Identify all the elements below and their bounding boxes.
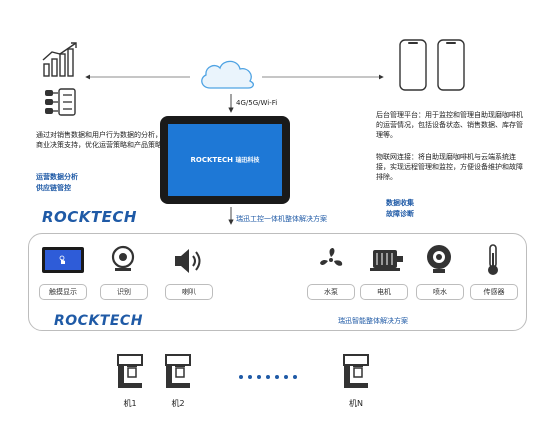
ellipsis-dots (239, 375, 297, 379)
solution-caption: 瑞迅智能整体解决方案 (338, 317, 408, 325)
tag-fault-diagnosis: 故障诊断 (386, 210, 414, 218)
machine-label-n: 机N (349, 399, 363, 408)
speaker-icon (175, 249, 201, 273)
data-blocks-icon (45, 88, 76, 116)
solution-box (28, 233, 527, 331)
machine-label-1: 机1 (123, 399, 137, 408)
coffee-machine-icon-1 (117, 354, 143, 388)
touch-display-icon (42, 247, 84, 273)
rocktech-logo-top: ROCKTECH (42, 208, 137, 226)
industrial-tablet: ROCKTECH 瑞迅科技 (160, 116, 290, 204)
item-sensor: 传感器 (470, 284, 518, 300)
pump-fan-icon (320, 248, 343, 266)
sprayer-icon (427, 245, 451, 273)
mobile-phones-icon (399, 39, 465, 91)
tag-operations-analysis: 运营数据分析 (36, 173, 78, 181)
item-pump: 水泵 (307, 284, 355, 300)
item-recognition: 识别 (100, 284, 148, 300)
item-motor: 电机 (360, 284, 408, 300)
thermometer-icon (488, 244, 498, 275)
coffee-machine-icon-n (343, 354, 369, 388)
tag-supply-chain: 供应链管控 (36, 184, 71, 192)
iot-description: 物联网连接：将自助现磨咖啡机与云端系统连接，实现远程管理和监控，方便设备维护和故… (376, 153, 523, 181)
growth-chart-icon (42, 42, 77, 77)
item-speaker: 喇叭 (165, 284, 213, 300)
backend-description: 后台管理平台：用于监控和管理自助现磨咖啡机的运营情况，包括设备状态、销售数据、库… (376, 111, 523, 139)
item-spray: 喷水 (416, 284, 464, 300)
tablet-brand: ROCKTECH 瑞迅科技 (168, 155, 282, 164)
tablet-caption: 瑞迅工控一体机整体解决方案 (236, 215, 327, 223)
motor-icon (370, 250, 403, 271)
tablet-screen: ROCKTECH 瑞迅科技 (168, 124, 282, 196)
rocktech-logo-box: ROCKTECH (54, 313, 143, 329)
machine-label-2: 机2 (171, 399, 185, 408)
tablet-brand-cn: 瑞迅科技 (235, 157, 260, 164)
tablet-brand-en: ROCKTECH (190, 156, 233, 164)
cloud-icon (201, 60, 254, 89)
camera-icon (111, 245, 135, 271)
item-touch-display: 触摸显示 (39, 284, 87, 300)
network-label: 4G/5G/Wi-Fi (236, 99, 278, 107)
tag-data-collection: 数据收集 (386, 199, 414, 207)
coffee-machine-icon-2 (165, 354, 191, 388)
analytics-description: 通过对销售数据和用户行为数据的分析，提供商业决策支持，优化运营策略和产品策略 (36, 131, 176, 149)
